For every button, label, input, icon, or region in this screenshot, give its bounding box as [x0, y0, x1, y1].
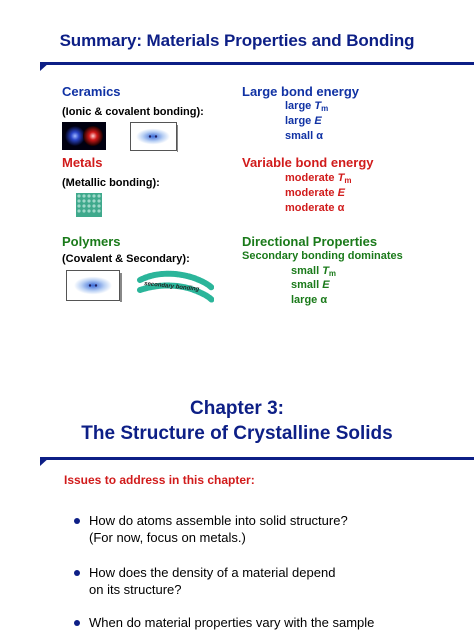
slide-title: Summary: Materials Properties and Bondin…	[59, 31, 415, 50]
bullet-line: on its structure?	[89, 582, 182, 597]
metals-bonding: (Metallic bonding):	[62, 177, 160, 189]
ceramics-prop-alpha: small α	[285, 130, 323, 142]
metals-prop-tm: moderate Tm	[285, 172, 352, 185]
metals-property-heading: Variable bond energy	[242, 155, 374, 170]
bullet-line: When do material properties vary with th…	[89, 615, 375, 630]
chapter-title-line2: The Structure of Crystalline Solids	[81, 423, 393, 444]
slide-summary: Summary: Materials Properties and Bondin…	[40, 31, 474, 309]
bullet-line: (For now, focus on metals.)	[89, 530, 246, 545]
polymers-property-note: Secondary bonding dominates	[242, 250, 403, 262]
ceramics-property-heading: Large bond energy	[242, 84, 360, 99]
bullet-dot-icon	[74, 570, 80, 576]
issues-heading: Issues to address in this chapter:	[64, 473, 255, 487]
covalent-bond-image	[130, 122, 178, 157]
ionic-bond-image	[62, 122, 106, 155]
metals-heading: Metals	[62, 155, 103, 170]
polymers-bonding: (Covalent & Secondary):	[62, 253, 190, 265]
bullet-line: How do atoms assemble into solid structu…	[89, 513, 348, 528]
metals-prop-alpha: moderate α	[285, 202, 345, 214]
chapter-title-line1: Chapter 3:	[190, 398, 284, 419]
ceramics-bonding: (Ionic & covalent bonding):	[62, 106, 204, 118]
bullet-dot-icon	[74, 518, 80, 524]
metallic-lattice-image	[76, 193, 102, 222]
polymers-property-heading: Directional Properties	[242, 234, 378, 249]
polymers-prop-alpha: large α	[291, 294, 328, 306]
secondary-bonding-label: secondary bonding	[144, 281, 200, 293]
bullet-dot-icon	[74, 620, 80, 626]
polymers-heading: Polymers	[62, 234, 121, 249]
slide-chapter3: Chapter 3: The Structure of Crystalline …	[0, 390, 474, 632]
ceramics-prop-tm: large Tm	[285, 100, 329, 113]
polymers-prop-e: small E	[291, 279, 330, 291]
polymers-prop-tm: small Tm	[291, 265, 337, 278]
bullet-line: How does the density of a material depen…	[89, 565, 336, 580]
title-rule	[40, 62, 474, 71]
polymer-covalent-image	[66, 270, 122, 307]
metals-prop-e: moderate E	[285, 187, 345, 199]
secondary-bonding-image: secondary bonding	[136, 268, 215, 309]
chapter-title-rule	[40, 457, 474, 466]
ceramics-heading: Ceramics	[62, 84, 121, 99]
ceramics-prop-e: large E	[285, 115, 322, 127]
